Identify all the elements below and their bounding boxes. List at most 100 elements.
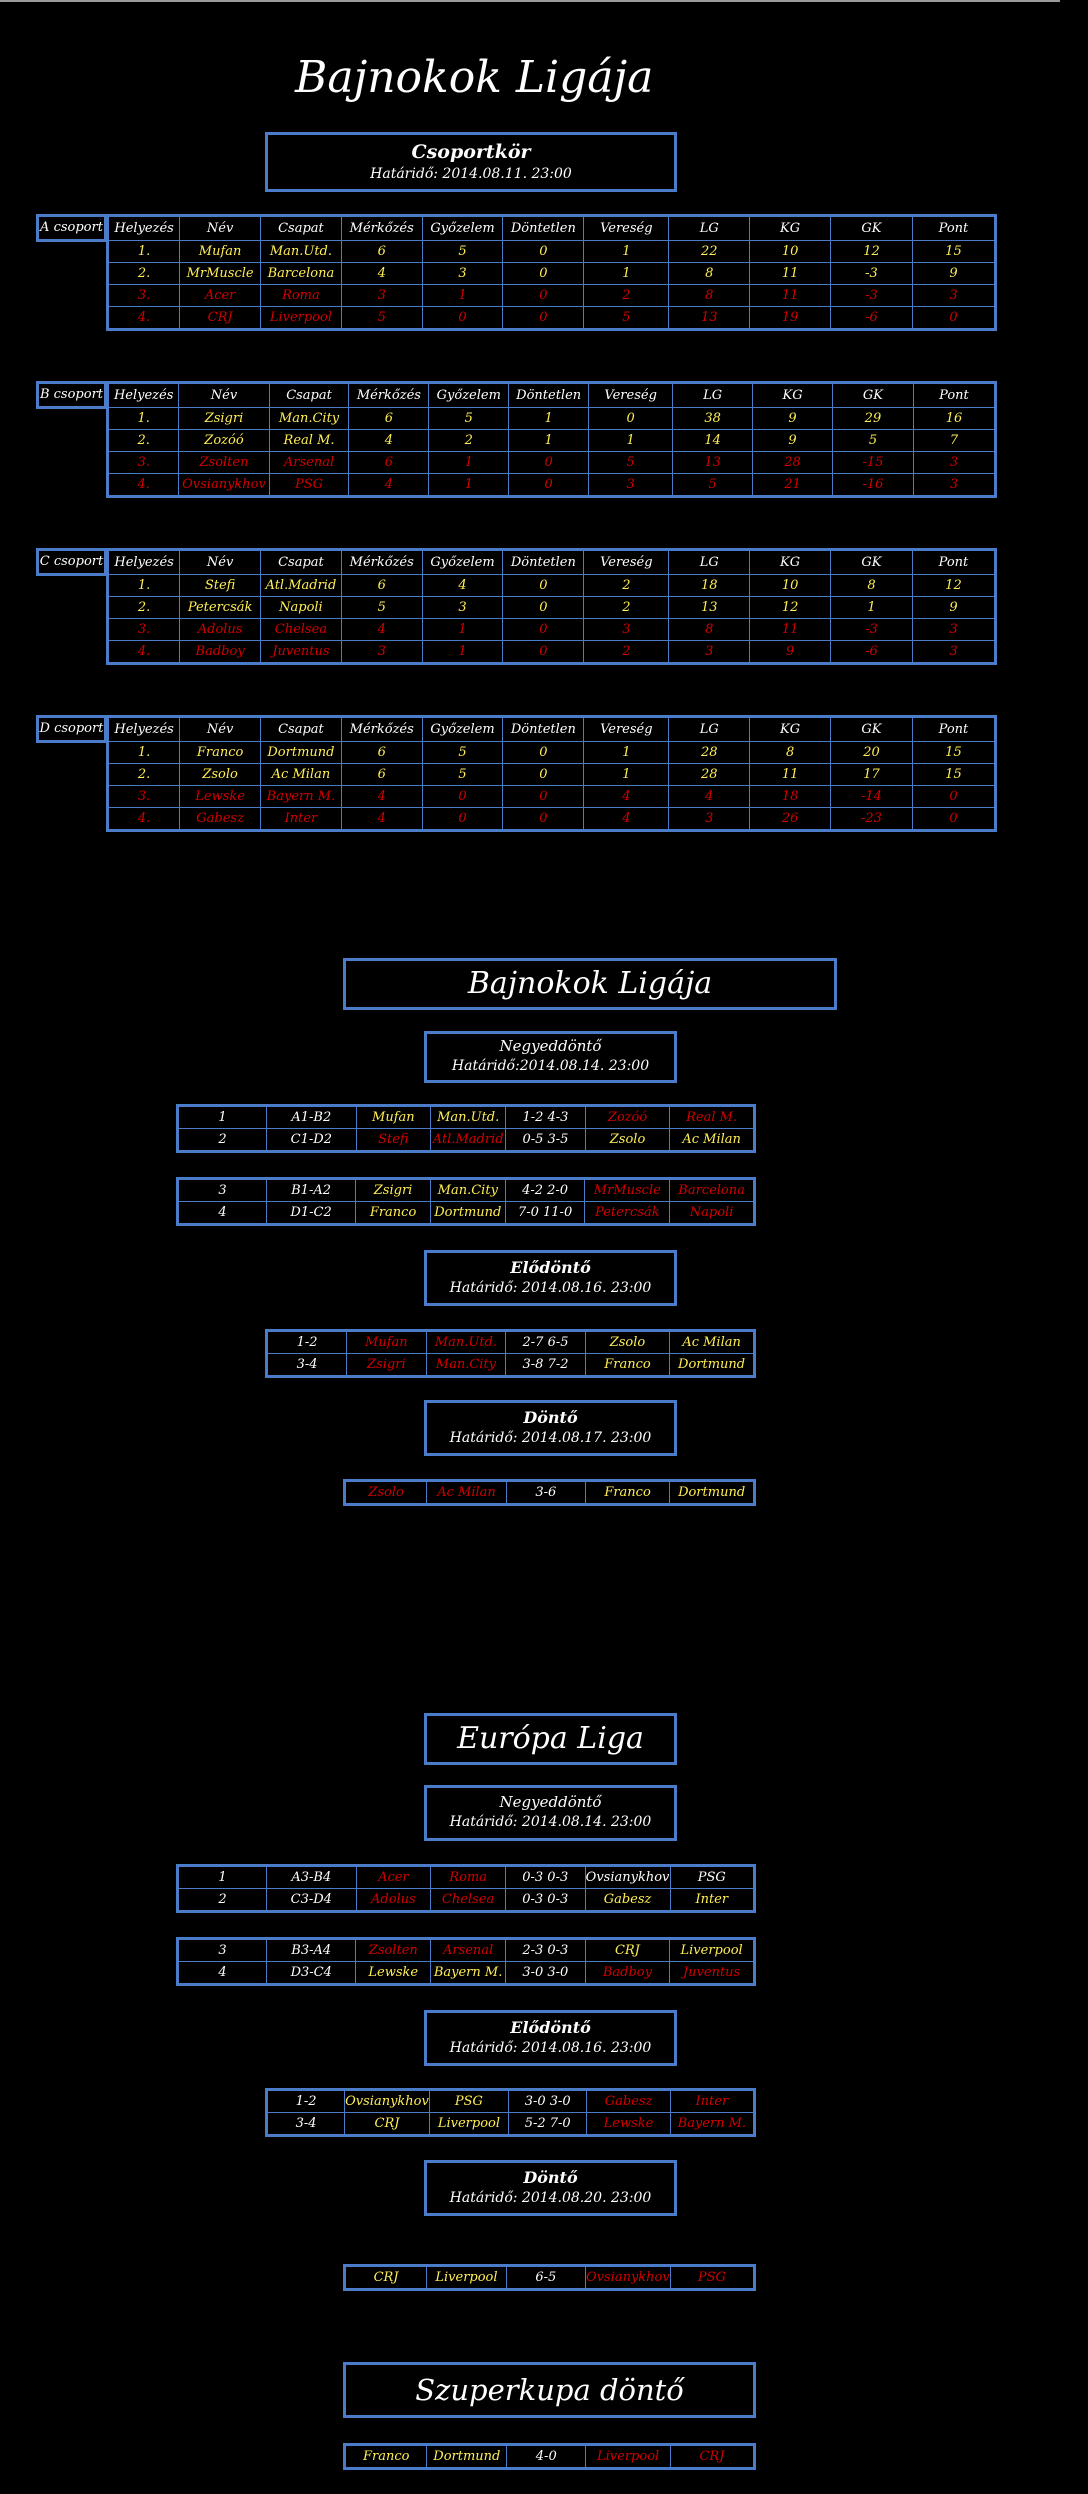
- match-cell: Franco: [584, 1353, 671, 1377]
- table-cell: Barcelona: [260, 262, 342, 285]
- cl-qf-title: Negyeddöntő: [499, 1037, 602, 1055]
- table-cell: 8: [668, 284, 751, 307]
- table-cell: 0: [502, 262, 585, 285]
- match-cell: Man.Utd.: [425, 1330, 507, 1354]
- table-cell: 5: [831, 429, 914, 452]
- table-cell: 26: [749, 807, 832, 831]
- match-cell: Franco: [343, 2444, 428, 2469]
- table-cell: 0: [502, 240, 585, 263]
- match-cell: 4-0: [506, 2444, 587, 2469]
- match-cell: Bayern M.: [430, 1961, 507, 1985]
- match-cell: 3-6: [505, 1480, 586, 1505]
- match-cell: 1-2 4-3: [505, 1105, 586, 1129]
- table-cell: 12: [749, 596, 832, 619]
- table-cell: 2.: [106, 429, 180, 452]
- el-final-header: Döntő Határidő: 2014.08.20. 23:00: [424, 2160, 677, 2216]
- table-cell: 0: [502, 574, 585, 597]
- column-header: Pont: [911, 215, 997, 241]
- match-cell: Zsolo: [584, 1128, 671, 1152]
- table-cell: Petercsák: [179, 596, 262, 619]
- supercup-title: Szuperkupa döntő: [415, 2373, 684, 2407]
- match-cell: Acer: [355, 1865, 432, 1889]
- column-header: Helyezés: [106, 382, 180, 408]
- table-cell: Real M.: [268, 429, 350, 452]
- table-cell: 19: [749, 306, 832, 330]
- match-cell: 3-4: [265, 1353, 348, 1377]
- match-cell: 3-0 3-0: [505, 1961, 586, 1985]
- column-header: GK: [830, 215, 913, 241]
- table-cell: 1.: [106, 741, 181, 764]
- table-cell: 1: [583, 240, 670, 263]
- match-cell: Gabesz: [586, 2089, 671, 2113]
- table-cell: 1: [428, 451, 510, 474]
- column-header: LG: [668, 549, 751, 575]
- match-cell: Ac Milan: [669, 1330, 755, 1354]
- table-cell: 2: [583, 574, 670, 597]
- match-cell: 4-2 2-0: [504, 1178, 586, 1202]
- table-cell: 6: [340, 240, 423, 263]
- table-cell: Gabesz: [179, 807, 262, 831]
- table-cell: 3: [588, 473, 674, 497]
- match-cell: Man.City: [425, 1353, 507, 1377]
- match-cell: B1-A2: [265, 1178, 357, 1202]
- table-cell: 16: [912, 407, 997, 430]
- table-cell: 3.: [106, 451, 180, 474]
- top-divider: [0, 0, 1060, 2]
- match-cell: Zsolten: [355, 1938, 432, 1962]
- column-header: KG: [749, 716, 832, 742]
- match-cell: Barcelona: [669, 1178, 755, 1202]
- match-cell: CRJ: [669, 2444, 756, 2469]
- column-header: GK: [830, 549, 913, 575]
- table-cell: 4: [340, 262, 423, 285]
- table-cell: Man.City: [268, 407, 350, 430]
- column-header: Mérkőzés: [340, 549, 423, 575]
- match-cell: Chelsea: [430, 1888, 506, 1912]
- match-cell: Dortmund: [429, 1201, 506, 1225]
- table-cell: 1: [508, 429, 590, 452]
- match-cell: Ac Milan: [669, 1128, 755, 1152]
- table-cell: 1: [428, 473, 510, 497]
- table-cell: 1: [583, 262, 670, 285]
- table-cell: 3: [912, 473, 997, 497]
- match-cell: 1-2: [265, 1330, 348, 1354]
- group-label-d: D csoport: [36, 715, 107, 743]
- table-cell: Lewske: [179, 785, 262, 808]
- table-cell: Inter: [260, 807, 342, 831]
- column-header: Pont: [911, 549, 997, 575]
- column-header: Győzelem: [428, 382, 510, 408]
- table-cell: 5: [588, 451, 674, 474]
- column-header: Győzelem: [421, 716, 504, 742]
- match-cell: 2: [176, 1888, 268, 1912]
- table-cell: 3.: [106, 618, 181, 641]
- match-cell: B3-A4: [266, 1938, 357, 1962]
- match-cell: PSG: [669, 1865, 756, 1889]
- match-cell: Ovsianykhov: [584, 1865, 671, 1889]
- match-cell: CRJ: [344, 2112, 430, 2136]
- table-cell: 4.: [106, 640, 181, 664]
- table-cell: 4: [340, 807, 423, 831]
- column-header: Győzelem: [421, 549, 504, 575]
- table-cell: 3: [668, 807, 751, 831]
- match-cell: D3-C4: [266, 1961, 357, 1985]
- column-header: Vereség: [583, 716, 670, 742]
- match-cell: Gabesz: [584, 1888, 671, 1912]
- match-cell: A1-B2: [266, 1105, 357, 1129]
- table-cell: Franco: [179, 741, 262, 764]
- match-cell: Mufan: [355, 1105, 432, 1129]
